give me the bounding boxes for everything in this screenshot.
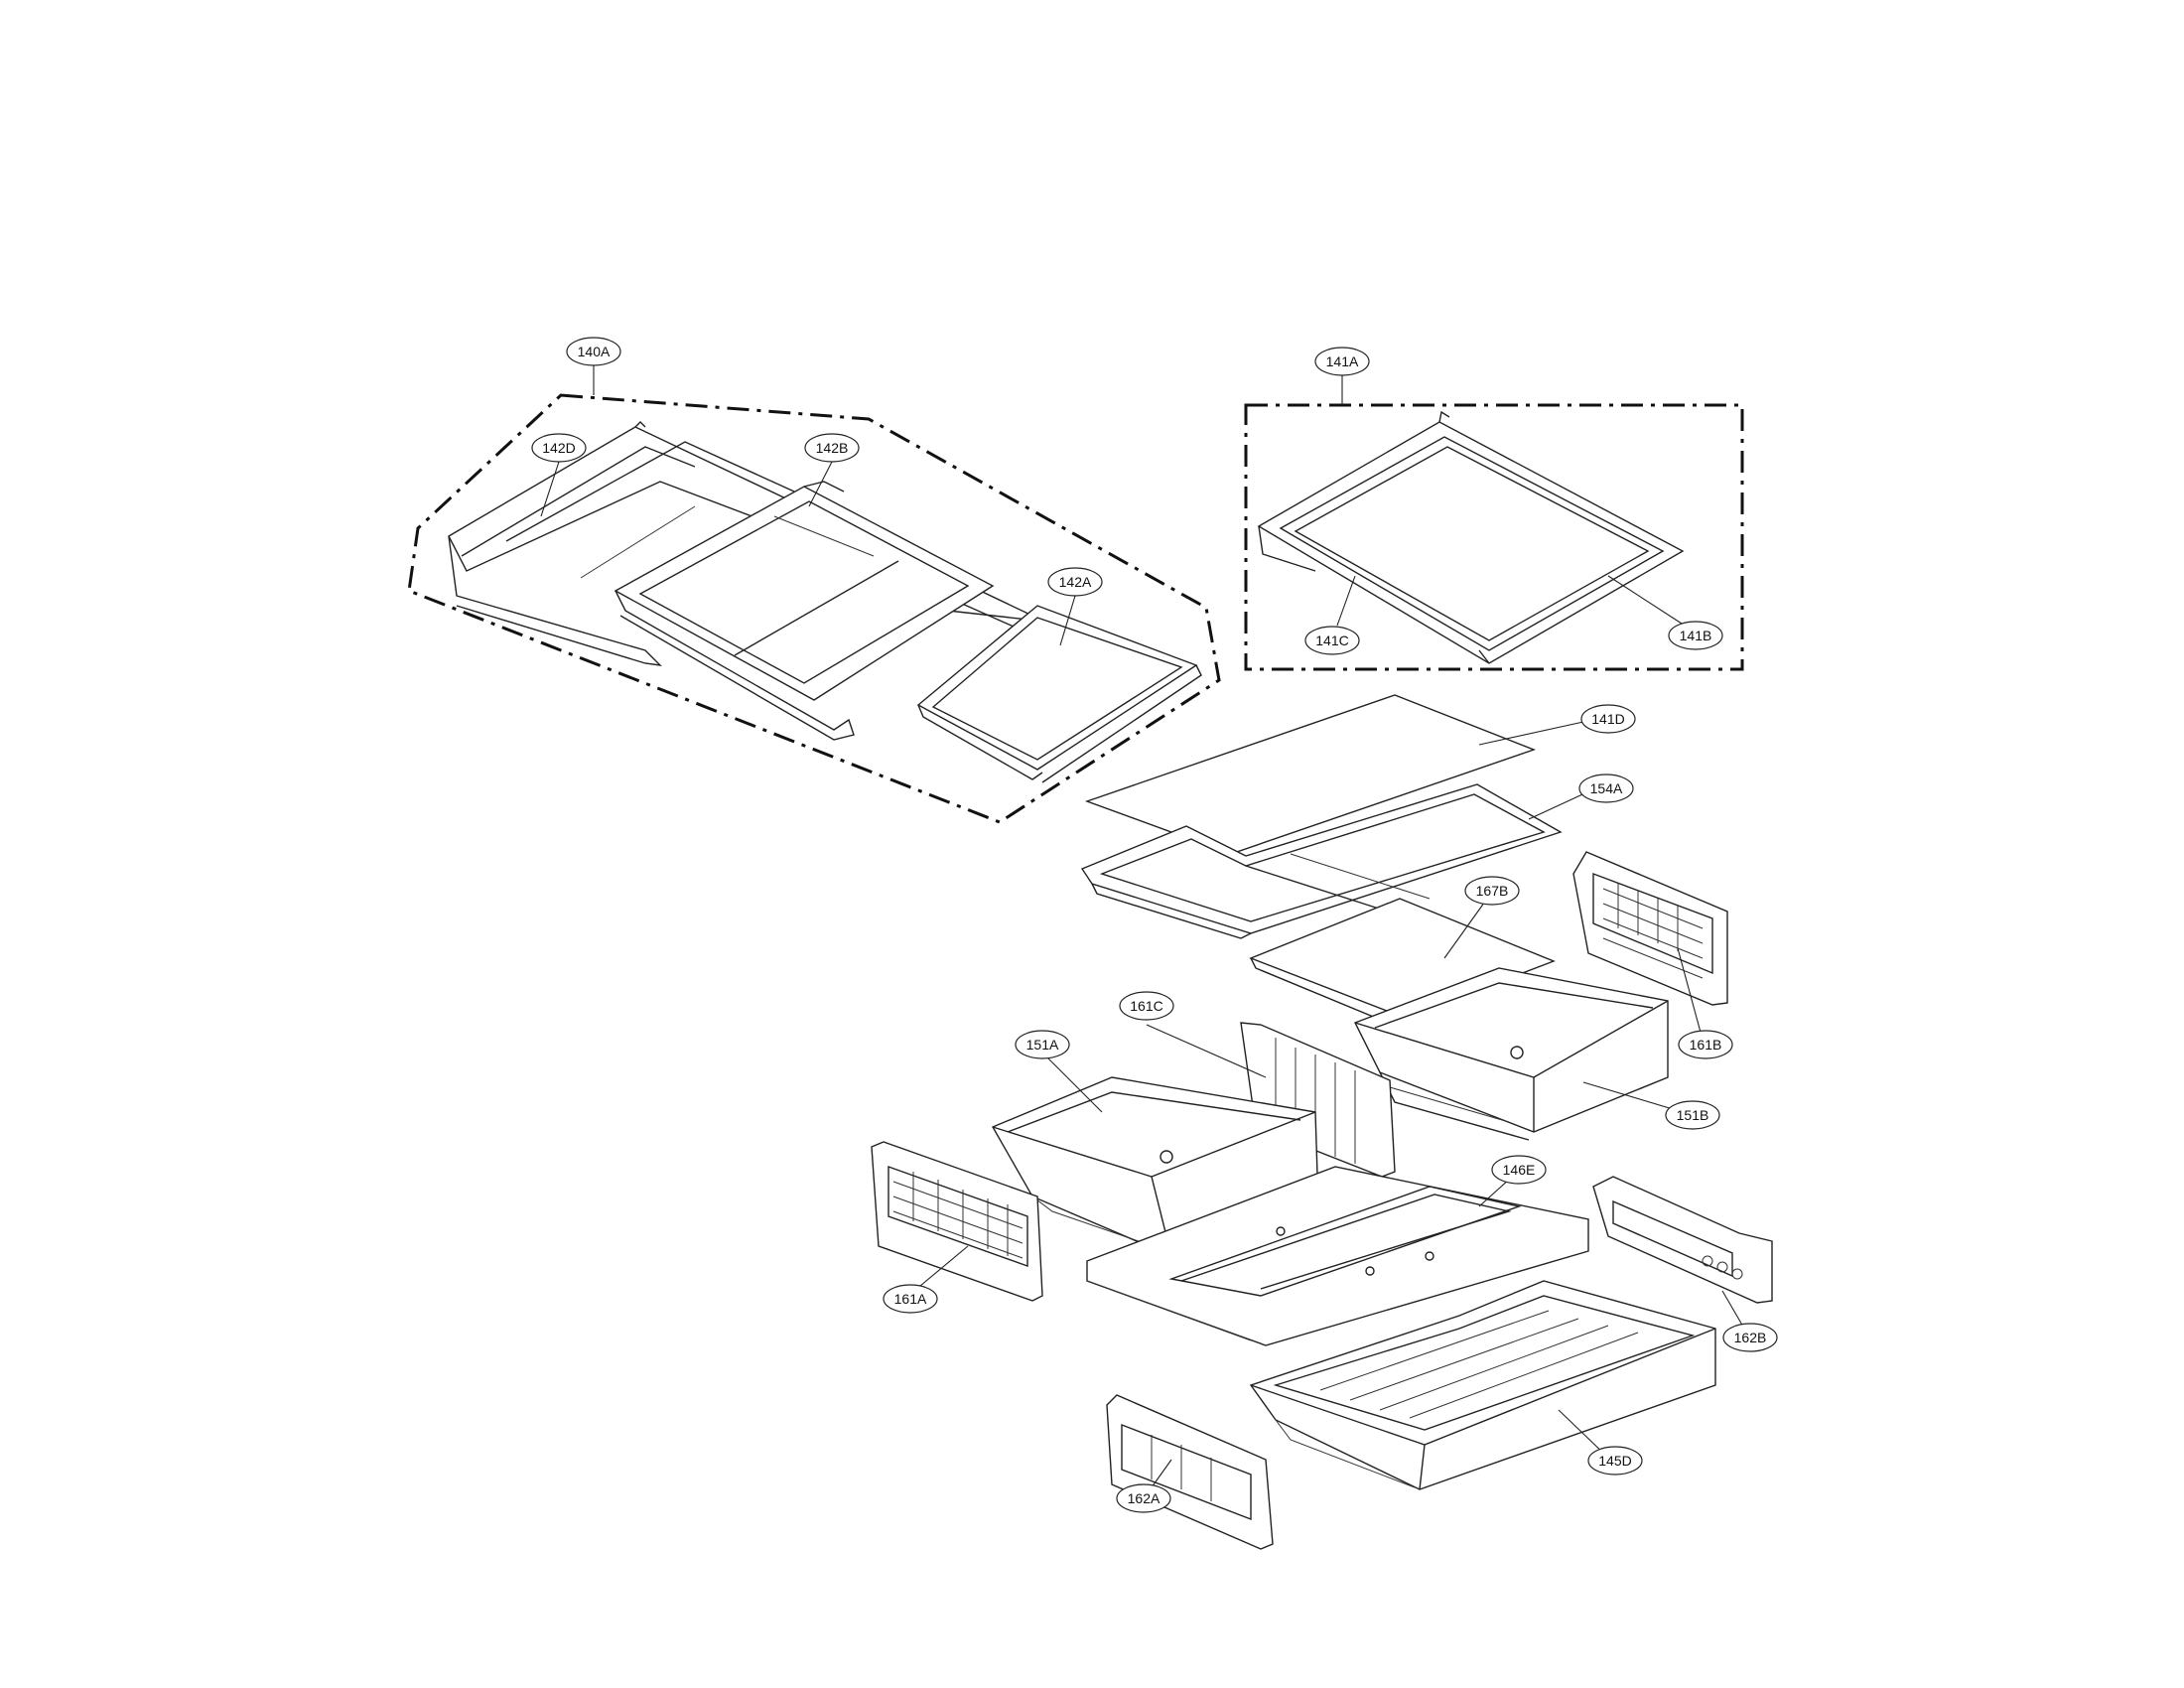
callout-141A: 141A [1314, 347, 1370, 376]
part-145D-bottom-drawer [1249, 1280, 1716, 1490]
callout-142D-label: 142D [542, 440, 575, 456]
callout-162B-label: 162B [1734, 1330, 1767, 1345]
callout-140A: 140A [566, 337, 621, 366]
callout-161A: 161A [883, 1284, 938, 1314]
callout-161C-label: 161C [1130, 998, 1162, 1014]
part-142B-sliding-frame [614, 481, 995, 741]
callout-146E: 146E [1491, 1155, 1547, 1185]
part-162A-bracket [1106, 1394, 1274, 1550]
part-151B-drawer [1354, 967, 1669, 1141]
callout-141B: 141B [1668, 621, 1723, 650]
callout-151B-label: 151B [1677, 1107, 1709, 1123]
callout-162A-label: 162A [1128, 1490, 1160, 1506]
callout-167B-label: 167B [1476, 883, 1509, 899]
callout-161B-label: 161B [1690, 1037, 1722, 1053]
part-142A-glass-shelf [916, 605, 1202, 783]
part-141-shelf-assembly [1257, 410, 1685, 664]
group-141A-outline [1244, 375, 1744, 671]
callout-146E-label: 146E [1503, 1162, 1536, 1178]
callout-161B: 161B [1678, 1030, 1733, 1059]
callout-151A-label: 151A [1026, 1037, 1059, 1053]
callout-141D: 141D [1580, 704, 1636, 734]
callout-151B: 151B [1665, 1100, 1720, 1130]
callout-142B-label: 142B [816, 440, 849, 456]
part-146E-cover-plate [1086, 1166, 1589, 1346]
callout-141A-label: 141A [1326, 353, 1359, 369]
callout-161A-label: 161A [894, 1291, 927, 1307]
callout-141C-label: 141C [1315, 633, 1348, 648]
callout-145D-label: 145D [1598, 1453, 1631, 1469]
callout-141B-label: 141B [1680, 628, 1712, 643]
callout-142B: 142B [804, 433, 860, 463]
callout-154A: 154A [1578, 774, 1634, 803]
callout-162B: 162B [1722, 1323, 1778, 1352]
callout-154A-label: 154A [1590, 780, 1623, 796]
callout-162A: 162A [1116, 1483, 1171, 1513]
part-161A-bracket [871, 1141, 1043, 1302]
callout-151A: 151A [1015, 1030, 1070, 1059]
part-162B-bracket [1592, 1176, 1773, 1304]
callout-140A-label: 140A [578, 344, 611, 359]
callout-141C: 141C [1304, 626, 1360, 655]
callout-167B: 167B [1464, 876, 1520, 906]
callout-145D: 145D [1587, 1446, 1643, 1476]
group-140A-outline [407, 365, 1221, 824]
callout-142A-label: 142A [1059, 574, 1092, 590]
callout-161C: 161C [1119, 991, 1174, 1021]
part-161B-bracket [1572, 851, 1728, 1006]
callout-142D: 142D [531, 433, 587, 463]
callout-141D-label: 141D [1591, 711, 1624, 727]
callout-142A: 142A [1047, 567, 1103, 597]
